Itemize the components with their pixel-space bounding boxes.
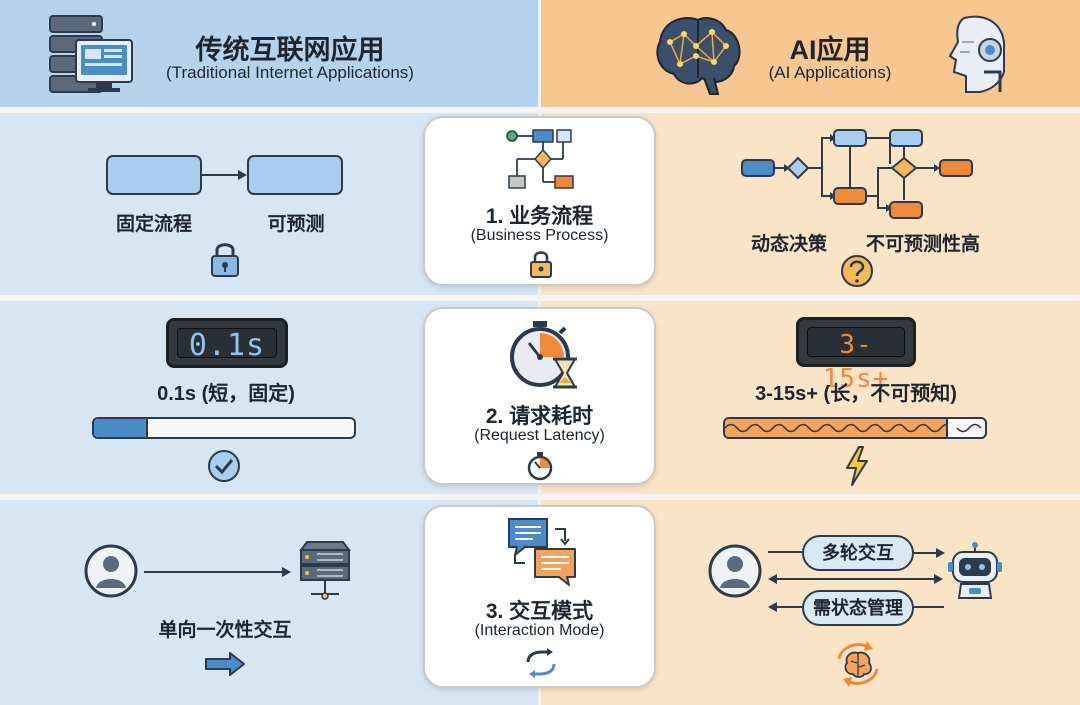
- traditional-subtitle: (Traditional Internet Applications): [166, 63, 414, 82]
- card-title: 2. 请求耗时: [485, 405, 594, 428]
- flowchart-icon: [506, 129, 574, 189]
- card-subtitle: (Interaction Mode): [474, 622, 605, 639]
- latency-display: 0.1s: [166, 318, 288, 368]
- fixed-step-box: [106, 155, 202, 195]
- fixed-process-label: 固定流程: [115, 214, 192, 235]
- left-arrow-icon: [768, 602, 804, 612]
- one-way-interaction-label: 单向一次性交互: [158, 620, 292, 641]
- wave-tail: [956, 423, 982, 433]
- latency-progress-track: [92, 417, 356, 439]
- arrow-icon: [202, 170, 247, 180]
- card-business-process: 1. 业务流程 (Business Process): [423, 116, 656, 286]
- user-avatar-icon: [84, 544, 138, 598]
- high-unpredictability-label: 不可预测性高: [865, 234, 980, 255]
- refresh-arrows-icon: [526, 648, 556, 678]
- chat-bubbles-icon: [508, 518, 576, 586]
- stopwatch-hourglass-icon: [510, 321, 577, 389]
- right-arrow-icon: [205, 652, 245, 676]
- short-latency-label: 0.1s (短，固定): [157, 383, 295, 405]
- latency-display-value: 3-15s+: [807, 327, 905, 394]
- server-icon: [299, 541, 351, 600]
- question-icon: [841, 255, 873, 287]
- left-arrow-icon: [914, 606, 944, 608]
- latency-display: 3-15s+: [796, 317, 916, 394]
- predictable-label: 可预测: [267, 214, 325, 235]
- long-latency-label: 3-15s+ (长，不可预知): [755, 383, 957, 405]
- card-title: 3. 交互模式: [485, 600, 594, 623]
- dynamic-flowchart-icon: [741, 129, 973, 219]
- fixed-step-box: [247, 155, 343, 195]
- lock-icon: [211, 243, 239, 277]
- checkmark-icon: [208, 450, 240, 482]
- wave-pattern: [725, 423, 946, 433]
- traditional-title: 传统互联网应用: [195, 35, 385, 65]
- card-interaction-mode: 3. 交互模式 (Interaction Mode): [423, 505, 656, 688]
- card-title: 1. 业务流程: [485, 205, 594, 228]
- dynamic-decision-label: 动态决策: [750, 234, 827, 255]
- card-subtitle: (Request Latency): [474, 427, 605, 444]
- lightning-icon: [846, 446, 868, 486]
- ai-subtitle: (AI Applications): [768, 63, 892, 82]
- right-arrow-icon: [144, 567, 291, 577]
- lock-icon: [530, 251, 552, 278]
- latency-progress-track: [723, 417, 987, 439]
- server-monitor-icon: [49, 15, 133, 93]
- state-management-pill: 需状态管理: [802, 590, 914, 626]
- ai-title: AI应用: [789, 35, 871, 65]
- stopwatch-icon: [527, 452, 553, 481]
- card-request-latency: 2. 请求耗时 (Request Latency): [423, 307, 656, 485]
- user-avatar-icon: [708, 544, 762, 598]
- latency-progress-fill: [725, 419, 948, 437]
- robot-icon: [948, 542, 1002, 599]
- card-subtitle: (Business Process): [470, 227, 609, 244]
- multi-turn-pill: 多轮交互: [802, 535, 914, 571]
- right-arrow-icon: [768, 551, 802, 553]
- latency-display-value: 0.1s: [177, 328, 277, 363]
- bidirectional-arrow-icon: [768, 574, 943, 584]
- brain-cycle-icon: [837, 641, 879, 687]
- right-arrow-icon: [914, 548, 945, 558]
- ai-brain-icon: [656, 17, 741, 95]
- latency-progress-fill: [94, 419, 148, 437]
- robot-head-icon: [948, 15, 1006, 93]
